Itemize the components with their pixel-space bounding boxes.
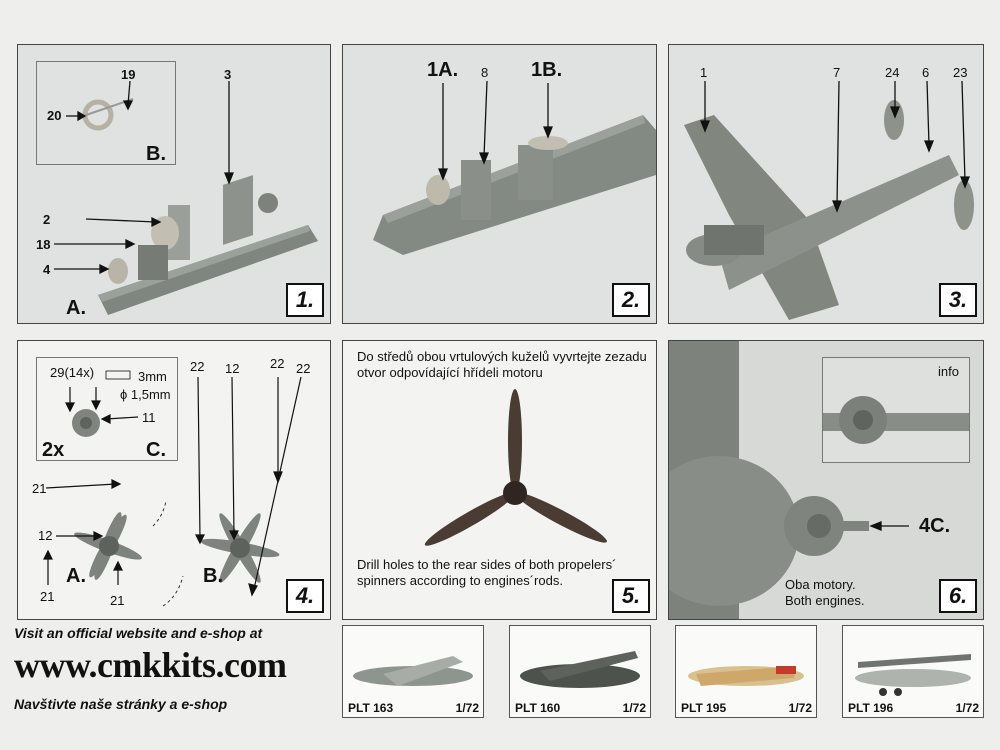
step-number: 4. <box>286 579 324 613</box>
callout-7: 7 <box>833 65 841 80</box>
step-number: 3. <box>939 283 977 317</box>
main-label-a: A. <box>66 297 86 319</box>
kit-scale: 1/72 <box>955 701 979 715</box>
kit-thumbnail[interactable]: PLT 196 1/72 <box>842 625 984 718</box>
note-english: Both engines. <box>785 593 865 608</box>
callout-8: 8 <box>481 65 489 80</box>
instruction-english: Drill holes to the rear sides of both pr… <box>357 557 617 588</box>
inset-label-b: B. <box>146 143 166 165</box>
inset-label-c: C. <box>146 439 166 461</box>
step-4-illustration <box>43 370 302 607</box>
step-1-panel: 19 20 B. 3 2 18 4 A. 1. <box>17 44 331 324</box>
callout-22-c: 22 <box>296 361 311 376</box>
inset-diameter: ϕ 1,5mm <box>120 387 171 402</box>
step-2-panel: 1A. 8 1B. 2. <box>342 44 657 324</box>
callout-1: 1 <box>700 65 708 80</box>
kit-scale: 1/72 <box>622 701 646 715</box>
label-b: B. <box>203 565 223 587</box>
kit-thumbnail[interactable]: PLT 160 1/72 <box>509 625 651 718</box>
visit-text-czech: Navštivte naše stránky a e-shop <box>14 696 228 712</box>
step-4-inset <box>36 357 178 461</box>
inset-quantity: 2x <box>42 439 65 461</box>
callout-18: 18 <box>36 237 51 252</box>
callout-12-b: 12 <box>225 361 240 376</box>
callout-4c: 4C. <box>919 515 951 537</box>
label-a: A. <box>66 565 86 587</box>
kit-code: PLT 163 <box>348 701 394 715</box>
callout-21-c: 21 <box>110 593 125 608</box>
callout-21-a: 21 <box>32 481 47 496</box>
callout-3: 3 <box>224 67 232 82</box>
kit-aircraft-image <box>855 654 971 696</box>
step-1-illustration <box>54 80 318 315</box>
kit-thumbnail[interactable]: PLT 163 1/72 <box>342 625 484 718</box>
kit-aircraft-image <box>688 666 804 686</box>
info-label: info <box>938 364 959 379</box>
step-4-panel: 29(14x) 3mm ϕ 1,5mm 11 2x C. 21 12 21 21… <box>17 340 331 620</box>
kit-code: PLT 196 <box>848 701 894 715</box>
instruction-czech: Do středů obou vrtulových kuželů vyvrtej… <box>357 349 647 380</box>
callout-21-b: 21 <box>40 589 55 604</box>
kit-thumbnail[interactable]: PLT 195 1/72 <box>675 625 817 718</box>
inset-length: 3mm <box>138 369 167 384</box>
callout-20: 20 <box>47 108 62 123</box>
step-6-illustration <box>669 341 909 619</box>
kit-code: PLT 160 <box>515 701 561 715</box>
callout-22-a: 22 <box>190 359 205 374</box>
callout-1b: 1B. <box>531 59 563 81</box>
inset-parts-count: 29(14x) <box>50 365 95 380</box>
step-3-panel: 1 7 24 6 23 3. <box>668 44 984 324</box>
step-number: 1. <box>286 283 324 317</box>
callout-12-a: 12 <box>38 528 53 543</box>
callout-23: 23 <box>953 65 968 80</box>
step-5-panel: Do středů obou vrtulových kuželů vyvrtej… <box>342 340 657 620</box>
callout-24: 24 <box>885 65 900 80</box>
website-url[interactable]: www.cmkkits.com <box>14 645 287 685</box>
info-inset: info <box>822 357 970 463</box>
kit-scale: 1/72 <box>788 701 812 715</box>
note-czech: Oba motory. <box>785 577 856 592</box>
callout-2: 2 <box>43 212 51 227</box>
visit-text: Visit an official website and e-shop at <box>14 625 263 641</box>
kit-aircraft-image <box>353 656 473 686</box>
step-number: 2. <box>612 283 650 317</box>
step-2-illustration <box>373 80 656 255</box>
step-number: 6. <box>939 579 977 613</box>
callout-22-b: 22 <box>270 356 285 371</box>
kit-aircraft-image <box>520 651 640 688</box>
callout-6: 6 <box>922 65 930 80</box>
propeller-illustration <box>424 389 607 546</box>
step-number: 5. <box>612 579 650 613</box>
callout-4: 4 <box>43 262 51 277</box>
step-6-panel: info 4C. Oba motory. Both engines. 6. <box>668 340 984 620</box>
callout-19: 19 <box>121 67 136 82</box>
kit-scale: 1/72 <box>455 701 479 715</box>
step-3-illustration <box>684 80 974 320</box>
callout-1a: 1A. <box>427 59 459 81</box>
info-photo <box>823 396 969 444</box>
inset-part-11: 11 <box>142 410 156 425</box>
kit-code: PLT 195 <box>681 701 727 715</box>
step-1-inset <box>36 61 176 165</box>
